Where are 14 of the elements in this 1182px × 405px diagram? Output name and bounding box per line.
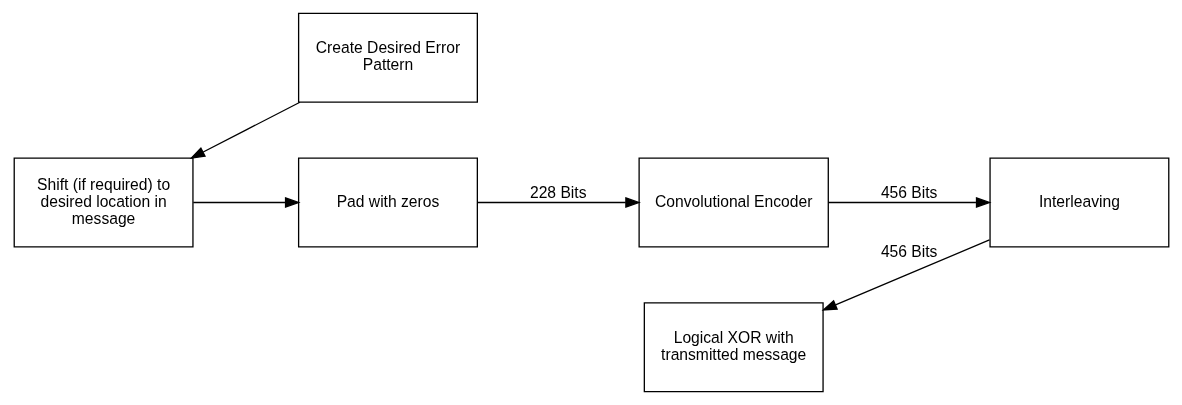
edge-label: 228 Bits [529, 184, 586, 202]
arrow [821, 239, 990, 311]
node-box: Convolutional Encoder [637, 157, 829, 248]
node-box: Logical XOR with transmitted message [643, 302, 824, 393]
arrow [189, 101, 301, 159]
node-box: Interleaving [988, 157, 1169, 248]
node-box: Shift (if required) to desired location in message [13, 157, 194, 248]
arrow [476, 197, 641, 208]
arrow [192, 197, 301, 208]
arrow [827, 197, 992, 208]
node-box: Pad with zeros [297, 157, 478, 248]
edge-label: 456 Bits [880, 184, 937, 202]
node-box: Create Desired Error Pattern [297, 12, 478, 103]
edge-label: 456 Bits [880, 242, 937, 260]
